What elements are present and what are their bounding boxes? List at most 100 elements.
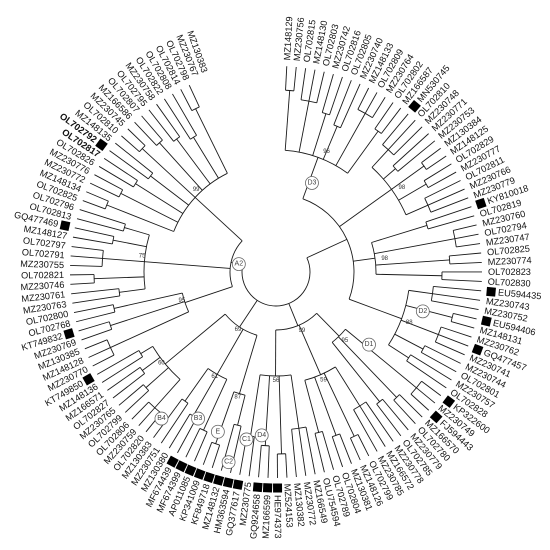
terminal-branch bbox=[86, 191, 109, 202]
clade-circle bbox=[221, 455, 236, 470]
terminal-branch bbox=[393, 126, 423, 156]
internal-branch bbox=[119, 288, 146, 293]
node-arc bbox=[199, 428, 208, 433]
terminal-branch bbox=[321, 74, 334, 113]
terminal-branch bbox=[353, 409, 378, 452]
node-arc bbox=[112, 304, 116, 313]
terminal-branch bbox=[98, 166, 134, 188]
internal-branch bbox=[405, 204, 429, 216]
internal-branch bbox=[284, 90, 291, 151]
terminal-branch bbox=[430, 197, 469, 213]
clade-label-a2: A2 bbox=[231, 257, 246, 272]
node-arc bbox=[173, 136, 180, 142]
root-branch bbox=[288, 303, 299, 326]
clade-label-d3: D3 bbox=[305, 176, 319, 190]
bootstrap-value: 69 bbox=[235, 327, 242, 333]
node-arc bbox=[122, 223, 126, 232]
node-arc bbox=[304, 366, 336, 381]
reference-marker bbox=[203, 471, 215, 484]
internal-branch bbox=[203, 379, 228, 431]
terminal-branch bbox=[425, 206, 472, 223]
backbone-branch bbox=[194, 197, 243, 242]
terminal-branch bbox=[372, 97, 386, 118]
terminal-branch bbox=[427, 171, 457, 188]
node-arc bbox=[450, 313, 454, 322]
internal-branch bbox=[124, 227, 150, 236]
terminal-branch bbox=[78, 321, 110, 332]
terminal-branch bbox=[141, 115, 163, 141]
terminal-branch bbox=[416, 387, 436, 404]
internal-branch bbox=[192, 374, 218, 417]
terminal-branch bbox=[406, 360, 447, 389]
backbone-branch bbox=[353, 257, 376, 262]
internal-branch bbox=[184, 368, 209, 402]
reference-marker bbox=[63, 328, 75, 340]
terminal-branch bbox=[432, 293, 481, 301]
node-arc bbox=[332, 433, 340, 438]
internal-branch bbox=[140, 346, 153, 355]
node-arc bbox=[143, 384, 150, 391]
node-arc bbox=[425, 221, 429, 230]
internal-branch bbox=[102, 257, 145, 263]
terminal-branch bbox=[453, 312, 477, 320]
internal-branch bbox=[383, 168, 396, 180]
clade-circle bbox=[305, 176, 319, 190]
terminal-branch bbox=[427, 215, 475, 230]
terminal-branch bbox=[101, 356, 143, 383]
terminal-branch bbox=[103, 158, 138, 181]
backbone-branch bbox=[339, 188, 392, 227]
internal-branch bbox=[371, 149, 389, 168]
internal-branch bbox=[150, 175, 189, 206]
taxon-label: MZ524153 bbox=[282, 483, 294, 527]
node-arc bbox=[173, 172, 228, 232]
terminal-branch bbox=[81, 328, 112, 341]
taxon-label: MZ230746 bbox=[20, 280, 64, 293]
internal-branch bbox=[323, 372, 355, 437]
terminal-branch bbox=[76, 218, 124, 232]
terminal-branch bbox=[397, 140, 436, 172]
internal-branch bbox=[159, 142, 203, 191]
taxon-label: OL702791 bbox=[21, 247, 65, 260]
terminal-branch bbox=[421, 147, 441, 164]
node-arc bbox=[410, 380, 422, 395]
terminal-branch bbox=[70, 255, 103, 259]
backbone-branch bbox=[164, 313, 226, 365]
clade-label-b3: B3 bbox=[191, 411, 205, 426]
internal-branch bbox=[371, 224, 428, 243]
terminal-branch bbox=[127, 128, 146, 146]
internal-branch bbox=[400, 319, 439, 335]
bootstrap-value: 75 bbox=[139, 254, 146, 260]
terminal-branch bbox=[134, 121, 157, 146]
internal-branch bbox=[338, 336, 397, 398]
backbone-branch bbox=[298, 325, 322, 375]
terminal-branch bbox=[211, 444, 221, 469]
terminal-branch bbox=[185, 428, 201, 458]
internal-branch bbox=[398, 183, 427, 201]
terminal-branch bbox=[188, 84, 200, 108]
internal-branch bbox=[135, 183, 184, 214]
terminal-branch bbox=[71, 288, 119, 295]
terminal-branch bbox=[75, 311, 116, 323]
bootstrap-value: 61 bbox=[211, 374, 218, 380]
terminal-branch bbox=[124, 390, 149, 413]
backbone-branch bbox=[316, 313, 340, 337]
terminal-branch bbox=[71, 246, 104, 251]
clade-circle bbox=[210, 424, 225, 439]
terminal-branch bbox=[121, 135, 140, 153]
internal-branch bbox=[250, 374, 261, 437]
terminal-branch bbox=[82, 200, 106, 210]
internal-branch bbox=[374, 238, 455, 255]
terminal-branch bbox=[160, 402, 189, 444]
reference-marker bbox=[166, 455, 179, 468]
terminal-branch bbox=[410, 354, 452, 381]
internal-branch bbox=[142, 357, 161, 371]
node-arc bbox=[448, 255, 451, 264]
terminal-branch bbox=[163, 98, 191, 140]
reference-marker bbox=[82, 373, 95, 386]
terminal-branch bbox=[308, 69, 316, 102]
terminal-branch bbox=[431, 300, 479, 311]
internal-branch bbox=[312, 113, 327, 156]
terminal-branch bbox=[424, 345, 461, 364]
